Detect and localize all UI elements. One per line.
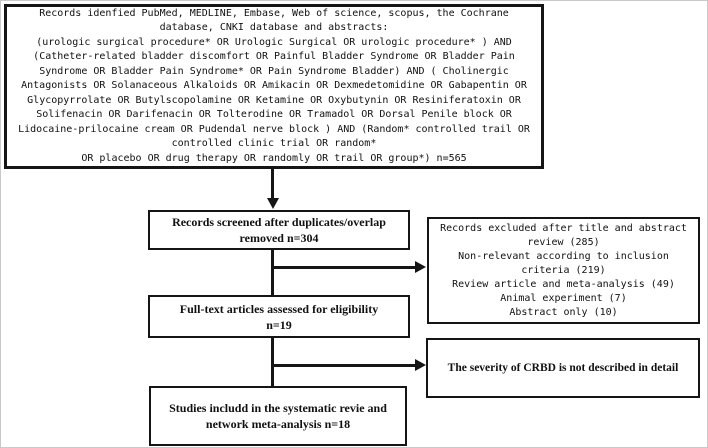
right-arrow-icon <box>415 261 426 273</box>
included-box: Studies includd in the systematic revie … <box>149 386 407 446</box>
connector-identification-to-screened <box>271 168 274 199</box>
screened-text: Records screened after duplicates/overla… <box>172 215 386 245</box>
connector-fulltext-to-included <box>271 338 274 387</box>
fulltext-text: Full-text articles assessed for eligibil… <box>179 301 379 332</box>
screened-box: Records screened after duplicates/overla… <box>148 210 410 250</box>
connector-screened-to-fulltext <box>271 250 274 296</box>
identification-text: Records idenfied PubMed, MEDLINE, Embase… <box>18 7 530 164</box>
excluded-text: Records excluded after title and abstrac… <box>440 222 687 318</box>
severity-box: The severity of CRBD is not described in… <box>426 338 700 398</box>
included-text: Studies includd in the systematic revie … <box>169 401 387 431</box>
identification-box: Records idenfied PubMed, MEDLINE, Embase… <box>4 4 544 169</box>
right-arrow-icon <box>415 359 426 371</box>
down-arrow-icon <box>267 198 279 209</box>
fulltext-box: Full-text articles assessed for eligibil… <box>148 295 410 338</box>
severity-text: The severity of CRBD is not described in… <box>447 362 679 374</box>
connector-to-excluded <box>272 266 416 269</box>
connector-to-severity <box>272 364 416 367</box>
excluded-box: Records excluded after title and abstrac… <box>427 217 700 324</box>
